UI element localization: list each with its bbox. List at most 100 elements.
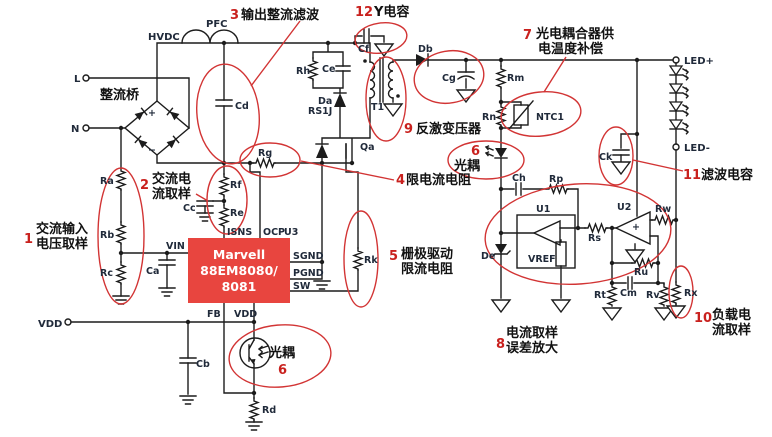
label-rb: Rb [100, 230, 114, 241]
label-rg: Rg [258, 148, 272, 159]
label-ra: Ra [100, 176, 114, 187]
annotation-9-text: 反激变压器 [416, 121, 482, 137]
annotation-7-line2: 电温度补偿 [538, 41, 603, 57]
terminal-led-minus: LED- [684, 143, 710, 154]
label-da: Da [318, 96, 332, 107]
annotation-3-number: 3 [230, 8, 239, 23]
label-ca: Ca [146, 266, 159, 277]
annotation-3-text: 输出整流滤波 [241, 7, 320, 23]
label-cc: Cc [183, 203, 196, 214]
annotation-5-line1: 栅极驱动 [401, 246, 453, 262]
label-qa: Qa [360, 142, 375, 153]
pin-sgnd: SGND [293, 251, 324, 262]
transformer-t1 [363, 57, 400, 103]
pin-pgnd: PGND [293, 268, 324, 279]
label-rs1j: RS1J [308, 106, 332, 117]
annotation-8-line1: 电流取样 [506, 325, 558, 341]
label-ru: Ru [634, 267, 648, 278]
bridge-rectifier [123, 100, 191, 156]
annotation-7-line1: 光电耦合器供 [535, 26, 614, 42]
annotation-7-number: 7 [523, 28, 532, 43]
label-cm: Cm [620, 288, 637, 299]
label-t1: T1 [371, 102, 384, 113]
annotation-10-line1: 负载电 [712, 307, 751, 323]
annotation-1-number: 1 [24, 232, 33, 247]
annotation-4-text: 限电流电阻 [406, 172, 471, 188]
annotation-9-number: 9 [404, 122, 413, 137]
marvell-chip: Marvell 88EM8080/ 8081 [188, 238, 290, 303]
annotation-10-number: 10 [694, 311, 712, 326]
led-string [669, 65, 689, 135]
optocoupler-led [484, 145, 508, 159]
annotation-circles [97, 22, 694, 388]
label-ck: Ck [599, 152, 613, 163]
annotation-12-number: 12 [355, 5, 373, 20]
annotation-10-line2: 流取样 [712, 322, 751, 338]
annotation-8-number: 8 [496, 337, 505, 352]
label-rx: Rx [684, 288, 697, 299]
annotation-2-number: 2 [140, 178, 149, 193]
label-re: Re [230, 208, 244, 219]
chip-designator: U3 [284, 227, 298, 238]
label-rh: Rh [296, 66, 310, 77]
label-ch: Ch [512, 173, 526, 184]
chip-name-line2: 88EM8080/ [200, 263, 278, 278]
bridge-minus-mark: − [148, 145, 156, 156]
annotation-11-text: 滤波电容 [701, 167, 753, 183]
annotation-6-bottom-text: 光耦 [268, 345, 295, 361]
label-db: Db [418, 44, 433, 55]
annotation-5-number: 5 [389, 249, 398, 264]
annotation-12-text: Y电容 [373, 4, 409, 20]
label-cd: Cd [235, 101, 249, 112]
pin-vin: VIN [166, 241, 185, 252]
annotation-5-line2: 限流电阻 [401, 261, 453, 277]
label-cg: Cg [442, 73, 456, 84]
label-rd: Rd [262, 405, 276, 416]
annotation-6-bottom-number: 6 [278, 363, 287, 378]
label-cf: Cf [358, 44, 370, 55]
annotation-8-line2: 误差放大 [506, 340, 558, 356]
label-rm: Rm [507, 73, 524, 84]
terminal-l: L [74, 74, 81, 85]
annotation-leader-lines [195, 20, 684, 202]
label-rc: Rc [100, 268, 113, 279]
pin-isns: ISNS [227, 227, 252, 238]
label-rw: Rw [655, 204, 671, 215]
label-rv: Rv [646, 290, 660, 301]
label-u1: U1 [536, 204, 550, 215]
chip-name-line3: 8081 [222, 279, 257, 294]
label-pfc: PFC [206, 19, 228, 30]
terminal-led-plus: LED+ [684, 56, 714, 67]
error-amplifier-u1 [516, 214, 576, 269]
circuit-wires [70, 28, 677, 423]
annotation-1-line2: 电压取样 [36, 236, 88, 252]
annotation-6-top-text: 光耦 [453, 158, 480, 174]
label-hvdc: HVDC [148, 32, 180, 43]
amplifier-u2 [614, 210, 651, 246]
annotation-6-top-number: 6 [471, 144, 480, 159]
bridge-plus-mark: + [148, 108, 156, 119]
pin-vdd: VDD [234, 309, 257, 320]
terminal-n: N [71, 124, 79, 135]
diode-symbols [315, 53, 511, 258]
annotation-1-line1: 交流输入 [36, 221, 88, 237]
label-rf: Rf [230, 180, 242, 191]
label-vref: VREF [528, 254, 556, 265]
label-u2: U2 [617, 202, 631, 213]
annotation-2-line2: 流取样 [152, 186, 191, 202]
annotation-2-line1: 交流电 [152, 171, 191, 187]
ntc-thermistor [508, 100, 534, 130]
terminal-vdd: VDD [38, 319, 62, 330]
label-rt: Rt [594, 290, 606, 301]
label-rp: Rp [549, 174, 563, 185]
label-u2-plus: + [632, 222, 640, 233]
terminal-circles [64, 56, 680, 326]
optocoupler-transistor [239, 337, 271, 369]
chip-name-line1: Marvell [213, 247, 265, 262]
pin-fb: FB [207, 309, 221, 320]
pin-sw: SW [293, 281, 311, 292]
annotation-4-number: 4 [396, 173, 405, 188]
label-rk: Rk [364, 255, 378, 266]
annotation-11-number: 11 [683, 168, 701, 183]
